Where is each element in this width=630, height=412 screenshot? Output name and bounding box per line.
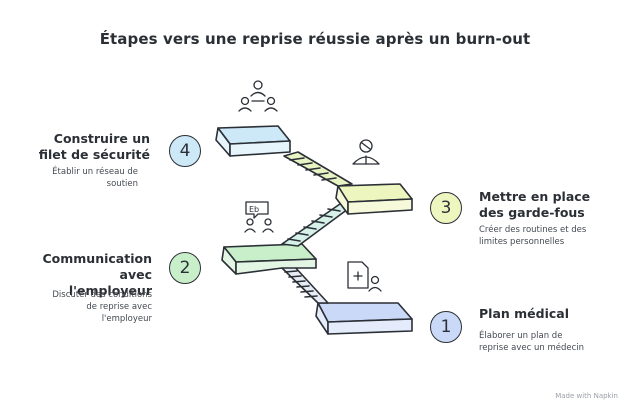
svg-text:Eb: Eb — [249, 205, 259, 214]
step-2-description: Discuter des conditions de reprise avec … — [52, 290, 152, 324]
network-icon — [238, 80, 278, 112]
person-icon — [352, 139, 380, 165]
stairs-3-4 — [283, 151, 353, 187]
diagram-title: Étapes vers une reprise réussie après un… — [99, 30, 531, 48]
platform-4 — [215, 125, 291, 157]
platform-3 — [335, 183, 413, 215]
step-3-number: 3 — [430, 192, 462, 224]
stairs-2-3 — [281, 203, 353, 247]
medical-file-icon — [347, 261, 382, 292]
step-4-title: Construire un filet de sécurité — [38, 131, 150, 162]
step-2-number: 2 — [169, 252, 201, 284]
step-1-description: Élaborer un plan de reprise avec un méde… — [479, 331, 585, 353]
conversation-icon: Eb — [244, 201, 274, 233]
step-2-title: Communication avec l'employeur — [42, 251, 153, 298]
step-4-description: Établir un réseau de soutien — [52, 167, 138, 189]
platform-1 — [315, 302, 413, 335]
step-3-description: Créer des routines et des limites person… — [479, 225, 587, 247]
footer-attribution: Made with Napkin — [555, 392, 618, 400]
step-1-number: 1 — [430, 311, 462, 343]
step-1-title: Plan médical — [479, 306, 569, 321]
step-3-title: Mettre en place des garde-fous — [479, 189, 591, 220]
platform-2 — [221, 243, 317, 275]
stairs-1-2 — [281, 265, 329, 304]
step-4-number: 4 — [169, 135, 201, 167]
